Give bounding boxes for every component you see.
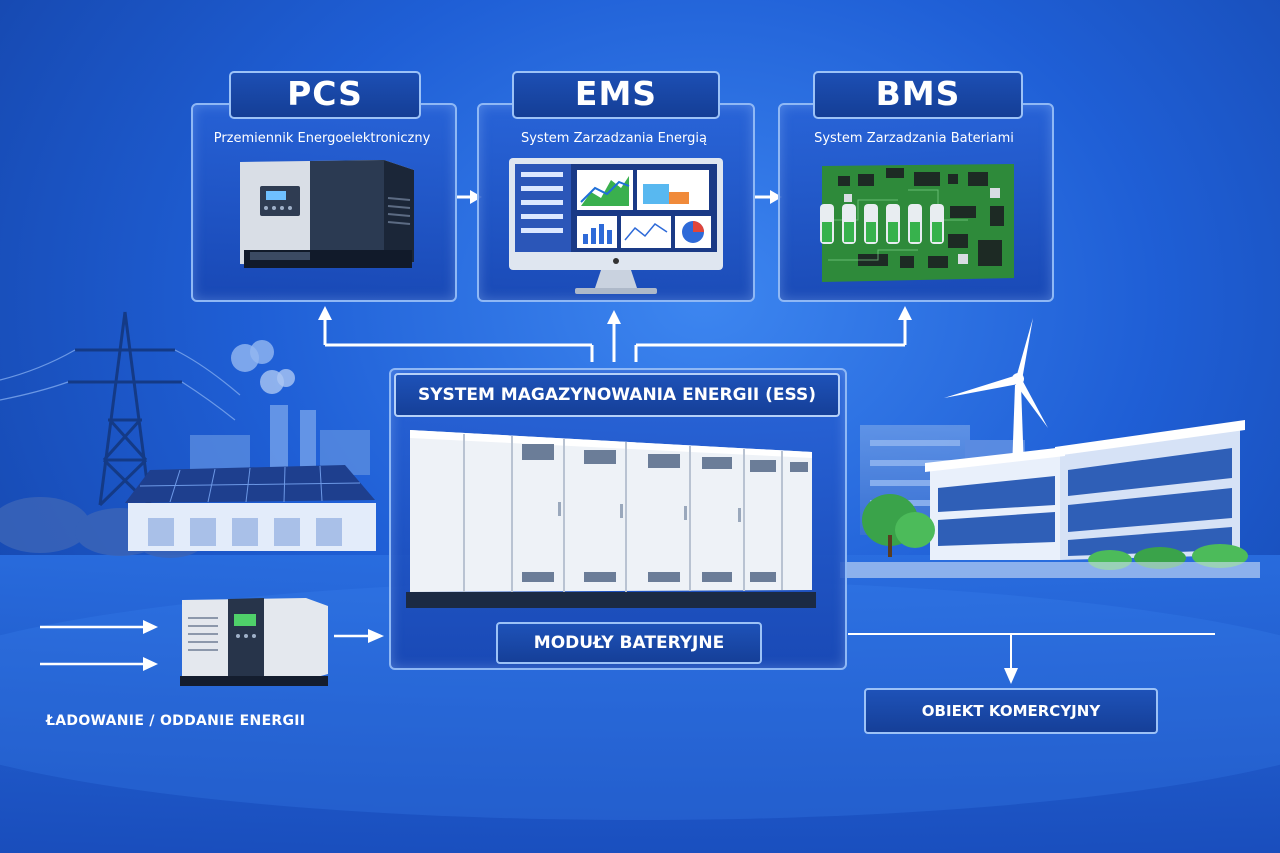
pcs-inverter-device [240,160,414,268]
power-lines [0,349,241,421]
solar-building [125,465,376,551]
charging-inverter-device [180,598,328,686]
factory-silhouette [190,340,370,475]
bms-title: BMS [875,74,961,113]
battery-modules-label: MODUŁY BATERYJNE [533,633,725,653]
bms-subtitle: System Zarzadzania Bateriami [814,131,1014,146]
commercial-building-label: OBIEKT KOMERCYJNY [921,702,1101,720]
ems-monitor-device [509,158,723,294]
battery-cells [820,204,944,244]
bms-circuit-board [820,164,1014,282]
modern-office [925,420,1245,560]
ems-subtitle: System Zarzadzania Energią [520,131,707,146]
battery-container [406,430,816,608]
ess-title: SYSTEM MAGAZYNOWANIA ENERGII (ESS) [417,385,817,405]
pcs-title: PCS [287,74,363,113]
ess-title-box: SYSTEM MAGAZYNOWANIA ENERGII (ESS) [394,373,840,417]
bms-title-tab: BMS [813,71,1023,119]
battery-modules-box: MODUŁY BATERYJNE [496,622,762,664]
ems-title-tab: EMS [512,71,720,119]
charge-discharge-label: ŁADOWANIE / ODDANIE ENERGII [46,713,306,729]
pcs-subtitle: Przemiennik Energoelektroniczny [213,131,431,146]
pcs-title-tab: PCS [229,71,421,119]
power-pylon [68,311,182,507]
wind-turbine [944,318,1048,470]
connector-arrows [40,190,1215,684]
commercial-building-box: OBIEKT KOMERCYJNY [864,688,1158,734]
ems-title: EMS [574,74,658,113]
